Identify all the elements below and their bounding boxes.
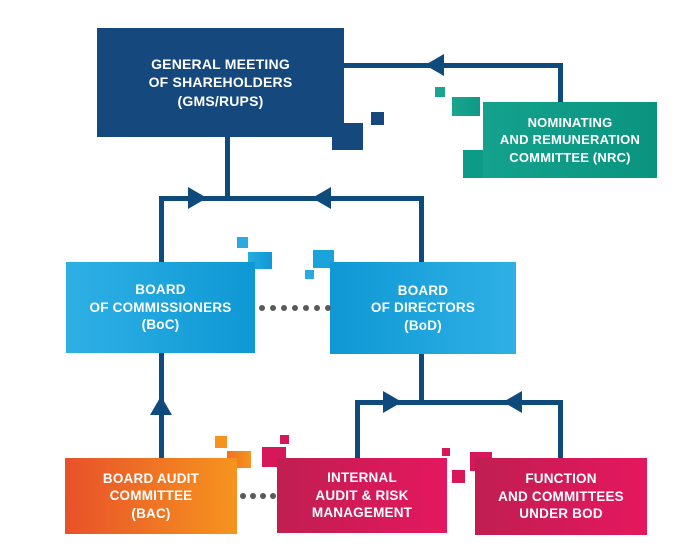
decor-square xyxy=(442,448,450,456)
dotted-link-dot xyxy=(270,305,276,311)
arrowhead-left-nrc-to-gms-icon xyxy=(425,54,444,76)
decor-square xyxy=(237,237,248,248)
connector-bod-children-split xyxy=(355,400,563,405)
node-label-line: BOARD AUDIT xyxy=(102,470,200,486)
dotted-link-dot xyxy=(259,305,265,311)
connector-to-boc xyxy=(159,196,164,263)
node-label-line: NOMINATING xyxy=(527,114,613,130)
dotted-link-dot xyxy=(240,493,246,499)
node-label-line: FUNCTION xyxy=(525,471,597,487)
arrowhead-right-upper-split-icon xyxy=(188,187,207,209)
node-label-line: INTERNAL xyxy=(327,470,397,486)
decor-square xyxy=(463,150,483,178)
connector-nrc-to-gms xyxy=(344,63,563,68)
node-label-line: AND REMUNERATION xyxy=(499,132,641,148)
dotted-link-dot xyxy=(292,305,298,311)
connector-gms-down xyxy=(225,137,230,200)
decor-square xyxy=(435,87,445,97)
connector-nrc-up xyxy=(558,63,563,102)
node-label-line: UNDER BOD xyxy=(519,506,603,522)
node-label-line: OF SHAREHOLDERS xyxy=(148,74,293,91)
arrowhead-right-lower-split-icon xyxy=(383,391,402,413)
node-label-line: (BoC) xyxy=(141,317,180,333)
decor-square xyxy=(452,470,465,483)
node-general-meeting-of-shareholders: GENERAL MEETING OF SHAREHOLDERS (GMS/RUP… xyxy=(97,28,344,137)
node-label-line: OF COMMISSIONERS xyxy=(89,299,232,315)
node-board-audit-committee: BOARD AUDIT COMMITTEE (BAC) xyxy=(65,458,237,534)
node-label-line: AND COMMITTEES xyxy=(498,488,624,504)
node-label-line: (BAC) xyxy=(131,505,171,521)
dotted-link-dot xyxy=(270,493,276,499)
node-label-line: GENERAL MEETING xyxy=(151,55,290,72)
decor-square xyxy=(280,435,289,444)
arrowhead-up-bac-to-boc-icon xyxy=(150,396,172,415)
dotted-link-dot xyxy=(325,305,331,311)
dotted-link-dot xyxy=(281,305,287,311)
node-label-line: COMMITTEE xyxy=(109,488,193,504)
node-label-line: MANAGEMENT xyxy=(311,505,413,521)
dotted-link-dot xyxy=(314,305,320,311)
decor-square xyxy=(371,112,384,125)
arrowhead-left-upper-split-icon xyxy=(312,187,331,209)
dotted-link-dot xyxy=(303,305,309,311)
node-label-line: BOARD xyxy=(397,282,449,298)
node-label-line: BOARD xyxy=(135,282,186,298)
connector-boards-split xyxy=(159,196,424,201)
decor-square xyxy=(305,270,314,279)
node-function-committees-under-bod: FUNCTION AND COMMITTEES UNDER BOD xyxy=(475,458,647,535)
connector-to-function xyxy=(558,400,563,458)
node-nominating-remuneration-committee: NOMINATING AND REMUNERATION COMMITTEE (N… xyxy=(483,102,657,178)
node-internal-audit-risk-management: INTERNAL AUDIT & RISK MANAGEMENT xyxy=(277,458,447,533)
connector-to-internal-audit xyxy=(355,400,360,458)
node-label-line: COMMITTEE (NRC) xyxy=(509,149,631,165)
decor-square xyxy=(215,436,227,448)
node-label-line: (GMS/RUPS) xyxy=(177,92,264,109)
decor-square xyxy=(313,250,334,268)
node-label-line: AUDIT & RISK xyxy=(315,487,409,503)
dotted-link-dot xyxy=(250,493,256,499)
decor-square xyxy=(452,97,480,116)
node-board-of-directors: BOARD OF DIRECTORS (BoD) xyxy=(330,262,516,354)
node-label-line: OF DIRECTORS xyxy=(370,300,476,316)
node-board-of-commissioners: BOARD OF COMMISSIONERS (BoC) xyxy=(66,262,255,353)
dotted-link-dot xyxy=(260,493,266,499)
arrowhead-left-lower-split-icon xyxy=(503,391,522,413)
node-label-line: (BoD) xyxy=(404,317,442,333)
